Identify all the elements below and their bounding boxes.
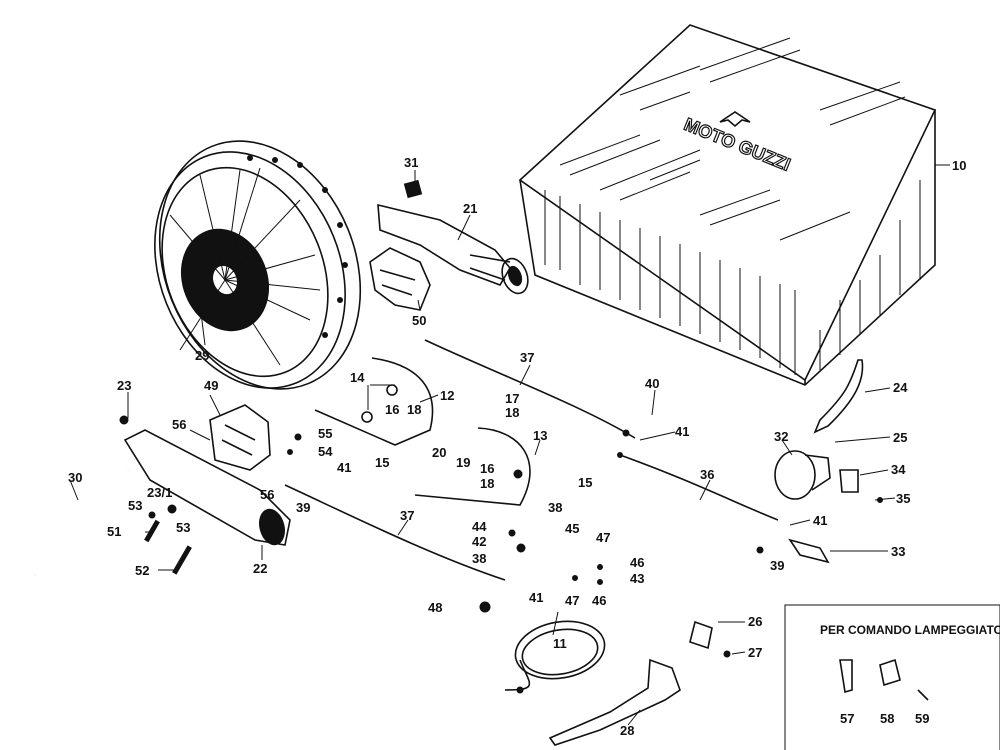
callout-44: 44 [472, 519, 487, 534]
callout-53a: 53 [128, 498, 142, 513]
callout-12: 12 [440, 388, 454, 403]
callout-50: 50 [412, 313, 426, 328]
callout-48: 48 [428, 600, 442, 615]
callout-16b: 16 [480, 461, 494, 476]
callout-51: 51 [107, 524, 121, 539]
callout-43: 43 [630, 571, 644, 586]
callout-30: 30 [68, 470, 82, 485]
callout-14: 14 [350, 370, 365, 385]
callout-24: 24 [893, 380, 908, 395]
callout-23-1: 23/1 [147, 485, 172, 500]
callout-13: 13 [533, 428, 547, 443]
brake-lever-24 [813, 359, 864, 434]
callout-47b: 47 [565, 593, 579, 608]
callout-45: 45 [565, 521, 579, 536]
callout-55: 55 [318, 426, 332, 441]
callout-11: 11 [553, 636, 567, 651]
callout-15b: 15 [578, 475, 592, 490]
callout-52: 52 [135, 563, 149, 578]
callout-40: 40 [645, 376, 659, 391]
callout-20: 20 [432, 445, 446, 460]
callout-18b: 18 [505, 405, 519, 420]
callout-56a: 56 [172, 417, 186, 432]
inset-title: PER COMANDO LAMPEGGIATORI [820, 623, 1000, 637]
callout-36: 36 [700, 467, 714, 482]
callout-15a: 15 [375, 455, 389, 470]
lever-28 [548, 620, 713, 746]
callout-numbers: 10 11 12 13 14 15 15 16 16 17 18 18 18 1… [68, 155, 966, 738]
callout-58: 58 [880, 711, 894, 726]
leader-lines [69, 164, 950, 726]
small-hardware [119, 415, 883, 694]
callout-37b: 37 [400, 508, 414, 523]
callout-31: 31 [404, 155, 418, 170]
callout-53b: 53 [176, 520, 190, 535]
master-cylinder-32 [774, 450, 859, 564]
callout-26: 26 [748, 614, 762, 629]
callout-46a: 46 [630, 555, 644, 570]
callout-35: 35 [896, 491, 910, 506]
callout-34: 34 [891, 462, 906, 477]
callout-25: 25 [893, 430, 907, 445]
brackets [314, 357, 531, 506]
callout-39a: 39 [296, 500, 310, 515]
callout-49: 49 [204, 378, 218, 393]
callout-57: 57 [840, 711, 854, 726]
callout-39b: 39 [770, 558, 784, 573]
turn-signal-inset: PER COMANDO LAMPEGGIATORI [784, 604, 1000, 750]
callout-41d: 41 [813, 513, 827, 528]
callout-41a: 41 [675, 424, 689, 439]
callout-46b: 46 [592, 593, 606, 608]
packaging-box: MOTO GUZZI [518, 24, 937, 386]
callout-17: 17 [505, 391, 519, 406]
callout-37a: 37 [520, 350, 534, 365]
callout-56b: 56 [260, 487, 274, 502]
left-lever-assembly [33, 404, 291, 577]
callout-22: 22 [253, 561, 267, 576]
callout-59: 59 [915, 711, 929, 726]
callout-54: 54 [318, 444, 333, 459]
callout-47a: 47 [596, 530, 610, 545]
callout-10: 10 [952, 158, 966, 173]
callout-21: 21 [463, 201, 477, 216]
callout-38b: 38 [472, 551, 486, 566]
callout-42: 42 [472, 534, 486, 549]
callout-23: 23 [117, 378, 131, 393]
callout-18c: 18 [480, 476, 494, 491]
callout-33: 33 [891, 544, 905, 559]
callout-41b: 41 [337, 460, 351, 475]
callout-27: 27 [748, 645, 762, 660]
right-switch-housing [369, 179, 529, 311]
rear-wheel [154, 140, 362, 390]
cables [284, 339, 779, 691]
callout-29: 29 [195, 348, 209, 363]
callout-38a: 38 [548, 500, 562, 515]
callout-41c: 41 [529, 590, 543, 605]
callout-32: 32 [774, 429, 788, 444]
callout-16a: 16 [385, 402, 399, 417]
callout-19: 19 [456, 455, 470, 470]
callout-18a: 18 [407, 402, 421, 417]
callout-28: 28 [620, 723, 634, 738]
